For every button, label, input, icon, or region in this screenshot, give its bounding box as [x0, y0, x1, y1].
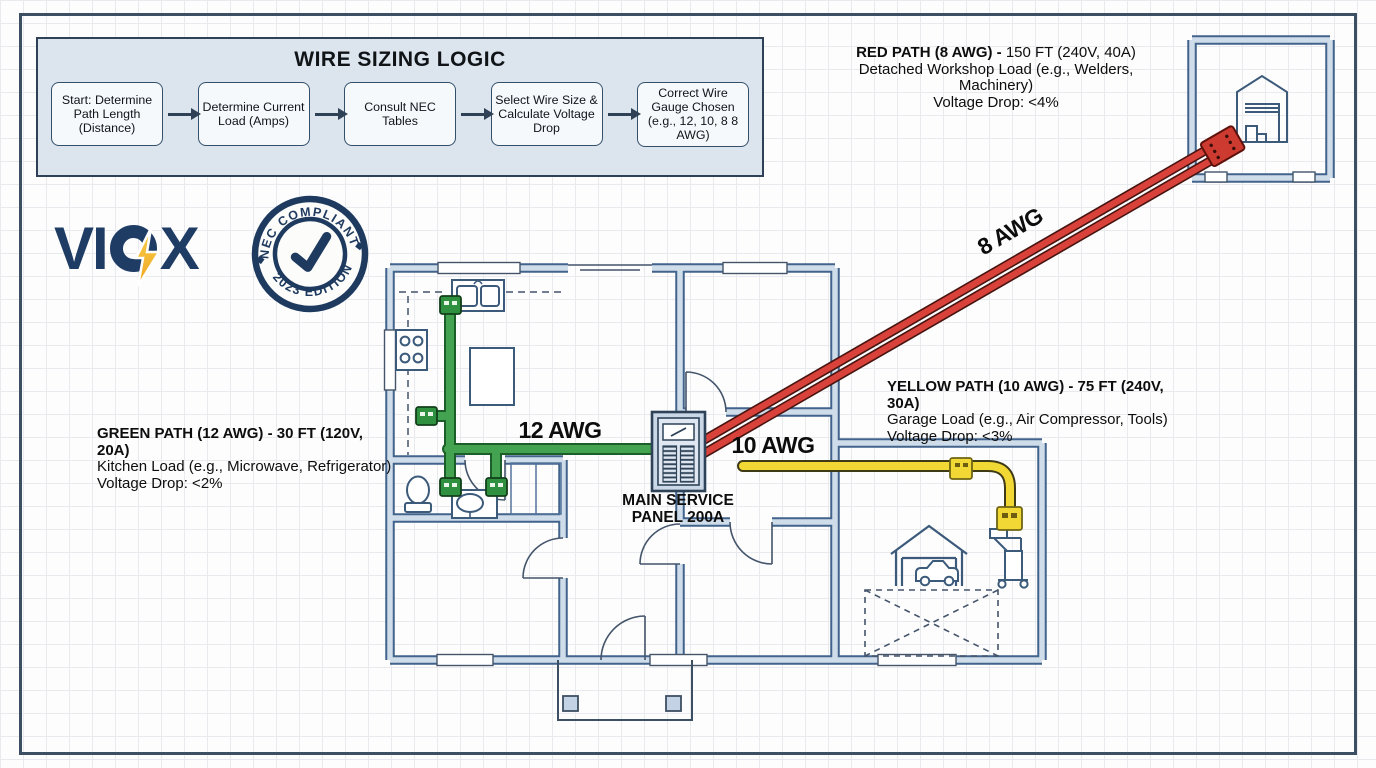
green-wire-label: 12 AWG — [518, 417, 601, 443]
green-path-drop: Voltage Drop: <2% — [97, 474, 223, 492]
arrow-right-icon — [607, 107, 641, 120]
check-icon — [290, 232, 332, 272]
green-path-load: Kitchen Load (e.g., Microwave, Refrigera… — [97, 458, 392, 475]
logo-text-left: VI — [54, 215, 109, 282]
yellow-path-title: YELLOW PATH (10 AWG) - 75 FT (240V, 30A) — [887, 378, 1164, 412]
flowchart-step-5: Correct Wire Gauge Chosen (e.g., 12, 10,… — [637, 82, 749, 147]
yellow-path-drop: Voltage Drop: <3% — [887, 427, 1013, 445]
counter-dashed — [399, 291, 566, 455]
flowchart-step-2: Determine Current Load (Amps) — [197, 82, 310, 147]
red-connector — [1200, 125, 1246, 168]
toilet-icon — [406, 475, 430, 505]
yellow-path-load: Garage Load (e.g., Air Compressor, Tools… — [887, 411, 1168, 428]
flowchart-title: WIRE SIZING LOGIC — [294, 48, 506, 71]
stove-icon — [395, 329, 428, 371]
outlet-box — [485, 477, 508, 497]
viox-logo: VI X — [54, 214, 200, 287]
panel-label-line2: PANEL 200A — [632, 509, 724, 526]
kitchen-island — [469, 347, 515, 406]
panel-label-line1: MAIN SERVICE — [622, 492, 734, 509]
nec-compliant-badge: NEC COMPLIANT 2023 EDITION — [251, 195, 369, 313]
arrow-right-icon — [314, 107, 348, 120]
yellow-wire — [737, 460, 1016, 516]
outlet-box — [439, 477, 462, 497]
red-path-annotation: RED PATH (8 AWG) - 150 FT (240V, 40A) De… — [826, 44, 1166, 111]
green-path-title: GREEN PATH (12 AWG) - 30 FT (120V, 20A) — [97, 425, 363, 459]
closet — [510, 462, 562, 515]
arrow-right-icon — [461, 107, 495, 120]
flowchart-step-1: Start: Determine Path Length (Distance) — [51, 82, 163, 147]
yellow-path-annotation: YELLOW PATH (10 AWG) - 75 FT (240V, 30A)… — [887, 378, 1197, 445]
outlet-box — [996, 506, 1023, 531]
green-wire — [421, 304, 662, 491]
red-wire — [692, 141, 1224, 459]
patio-door — [568, 264, 652, 271]
reserved-slab-dashed — [864, 589, 999, 657]
garage-icon — [890, 524, 968, 586]
green-outlets — [415, 295, 508, 497]
breaker-column — [662, 445, 678, 483]
windows — [383, 171, 1316, 667]
car-icon — [915, 560, 959, 587]
arrow-right-icon — [168, 107, 202, 120]
porch — [557, 660, 693, 721]
yellow-wire-label: 10 AWG — [731, 432, 814, 458]
warehouse-icon — [1236, 74, 1288, 143]
flowchart-step-3: Consult NEC Tables — [344, 82, 456, 147]
main-service-panel — [650, 410, 707, 493]
green-path-annotation: GREEN PATH (12 AWG) - 30 FT (120V, 20A) … — [97, 425, 397, 492]
red-path-drop: Voltage Drop: <4% — [933, 93, 1059, 111]
air-compressor-icon — [989, 528, 1029, 589]
red-path-title: RED PATH (8 AWG) - — [856, 44, 1006, 61]
red-path-load: Detached Workshop Load (e.g., Welders, M… — [858, 60, 1134, 94]
lightning-bolt-icon — [133, 227, 161, 287]
outlet-box — [949, 457, 973, 480]
outlet-box — [439, 295, 462, 315]
logo-text-right: X — [159, 215, 200, 282]
logo-o-ring — [109, 225, 161, 287]
flowchart-step-4: Select Wire Size & Calculate Voltage Dro… — [490, 82, 603, 147]
yellow-outlets — [949, 457, 1023, 531]
outlet-box — [415, 406, 438, 426]
flowchart-panel: WIRE SIZING LOGIC Start: Determine Path … — [36, 37, 764, 177]
breaker-column — [679, 445, 695, 483]
